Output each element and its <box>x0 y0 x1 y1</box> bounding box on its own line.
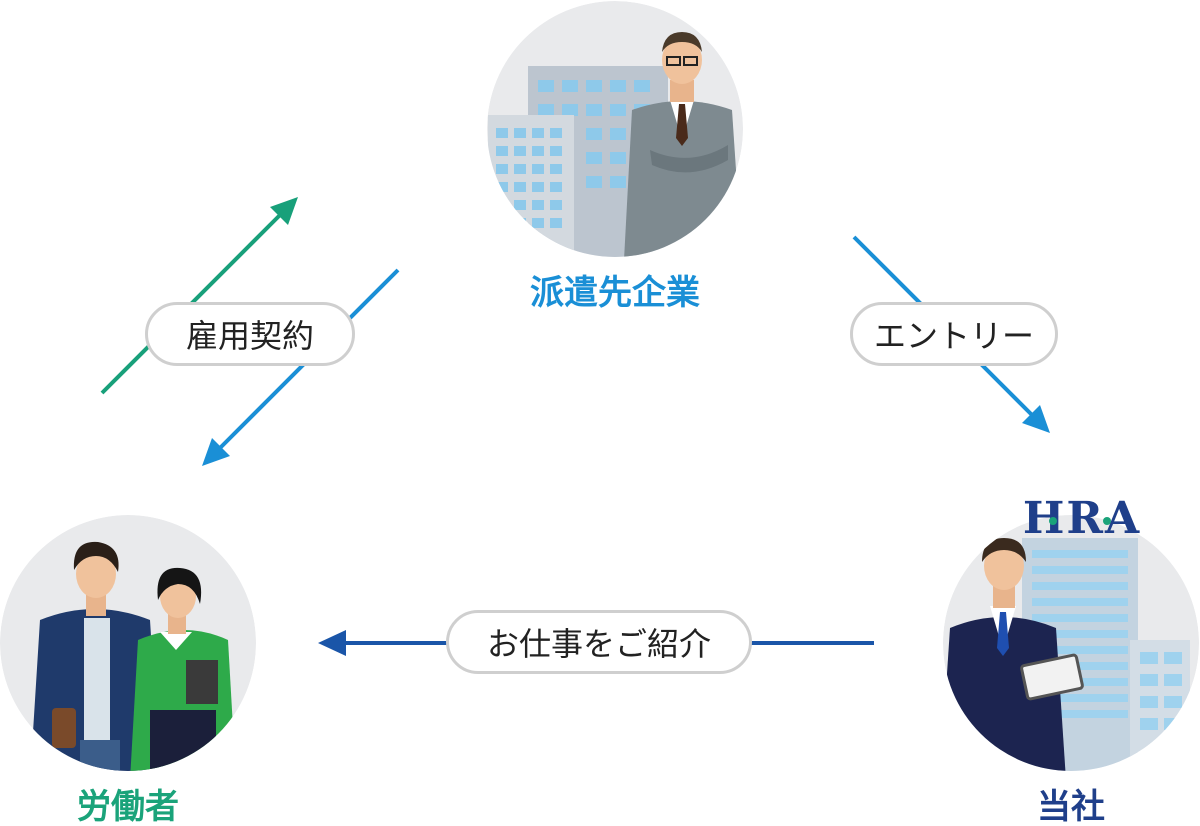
employment-contract-pill: 雇用契約 <box>145 302 355 366</box>
hra-logo: HRA <box>1023 493 1141 544</box>
entry-label: エントリー <box>873 317 1034 355</box>
job-introduction-pill: お仕事をご紹介 <box>446 610 752 674</box>
worker-label: 労働者 <box>77 787 179 826</box>
employment-contract-arrow-down <box>202 268 400 466</box>
client-company-label: 派遣先企業 <box>530 273 700 313</box>
our-company-label: 当社 <box>1037 787 1105 826</box>
client-company-illustration <box>487 1 743 257</box>
job-introduction-label: お仕事をご紹介 <box>486 625 711 663</box>
entry-pill: エントリー <box>850 302 1058 366</box>
employment-contract-label: 雇用契約 <box>185 317 314 355</box>
worker-illustration <box>0 515 256 771</box>
our-company-illustration <box>943 515 1199 771</box>
